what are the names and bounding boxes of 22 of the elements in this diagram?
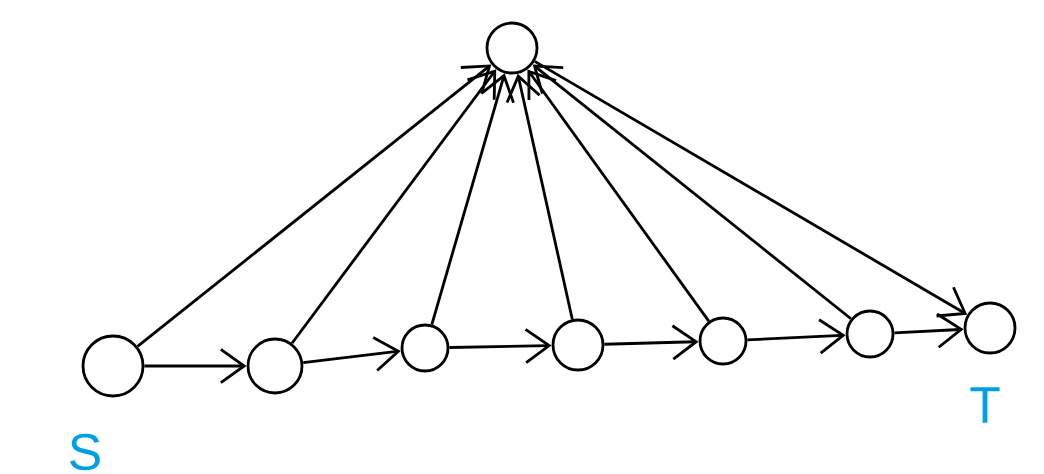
circle-node (485, 21, 539, 75)
arrow (303, 336, 401, 372)
arrow (747, 318, 846, 355)
node-label: S (70, 433, 100, 471)
arrow (527, 69, 710, 323)
circle-node (246, 337, 304, 395)
arrow (144, 348, 247, 384)
circle-node (400, 323, 450, 373)
arrow (534, 60, 968, 318)
circle-node (698, 316, 748, 366)
arrow (505, 73, 574, 320)
circle-node (963, 301, 1017, 355)
node-label: T (970, 387, 1000, 423)
arrow (449, 328, 552, 364)
arrow (290, 69, 497, 345)
arrow (136, 64, 492, 348)
arrow (430, 73, 515, 325)
circle-node (81, 334, 145, 398)
arrow (604, 324, 699, 361)
circle-node (551, 318, 605, 372)
arrow (532, 64, 852, 320)
circle-node (845, 309, 895, 359)
